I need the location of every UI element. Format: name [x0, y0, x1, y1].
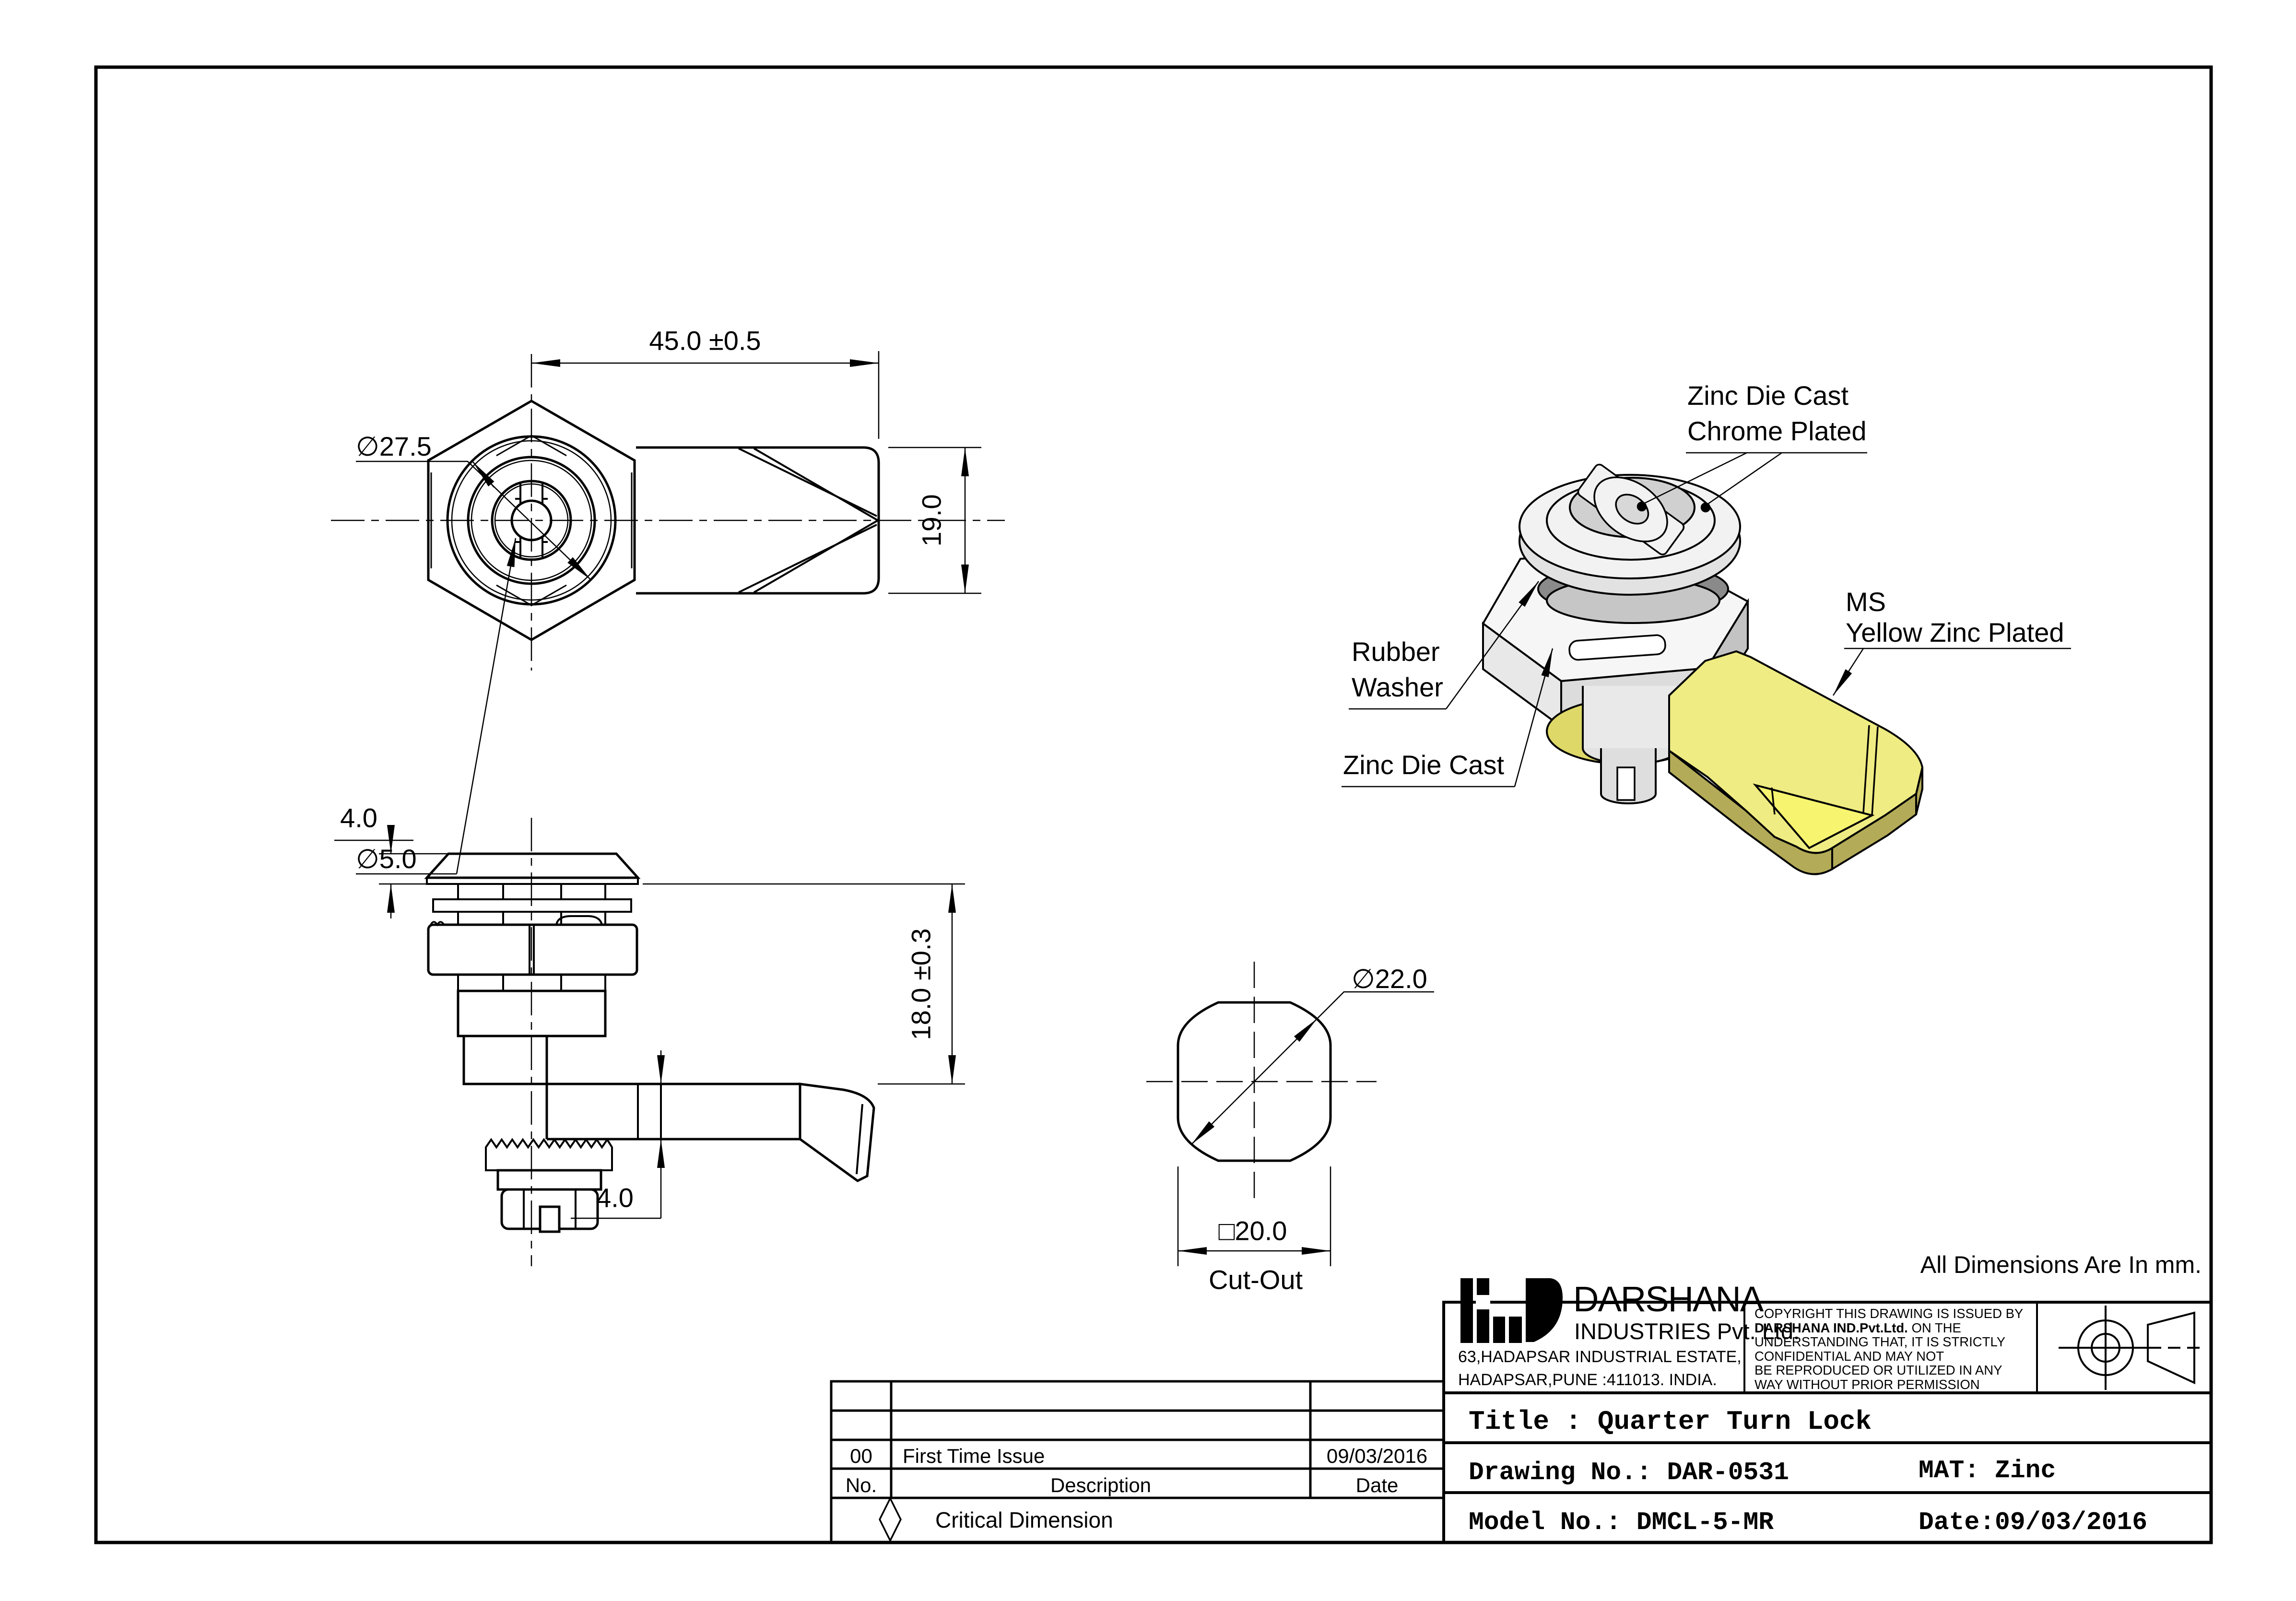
dim-4-bottom	[571, 1050, 665, 1219]
stem-block	[496, 1169, 602, 1191]
dim-length-label: 45.0 ±0.5	[649, 325, 761, 356]
iso-label-cam-2: Yellow Zinc Plated	[1846, 617, 2064, 647]
cutout-shape	[1177, 1001, 1332, 1162]
cutout-caption: Cut-Out	[1208, 1264, 1303, 1295]
cutout-view	[1146, 962, 1434, 1266]
key-slot	[515, 483, 548, 558]
rev-row-description: First Time Issue	[903, 1445, 1045, 1467]
face-circle-outer	[446, 435, 617, 606]
iso-cam-top	[1668, 650, 1924, 854]
company-address-1: 63,HADAPSAR INDUSTRIAL ESTATE,	[1458, 1348, 1742, 1366]
copyright-l6: WAY WITHOUT PRIOR PERMISSION	[1754, 1377, 1980, 1392]
rev-header-description: Description	[1050, 1474, 1152, 1496]
dia-cutout-label: ∅22.0	[1352, 964, 1427, 994]
center-hole	[510, 499, 553, 542]
face-circle-mid2	[471, 459, 592, 581]
iso-label-cam-1: MS	[1846, 587, 1886, 617]
dim-45	[531, 351, 880, 439]
iso-cam-facet	[1753, 783, 1875, 849]
dim-18	[643, 883, 965, 1085]
iso-label-washer-2: Washer	[1352, 672, 1443, 702]
face-circle-outer2	[451, 440, 612, 601]
iso-label-head-1: Zinc Die Cast	[1687, 380, 1849, 411]
stem-slot	[539, 1205, 561, 1233]
front-view	[331, 351, 1005, 875]
washer-band	[432, 898, 632, 913]
side-view	[334, 818, 965, 1266]
dim-cam-thickness-label: 4.0	[596, 1182, 634, 1213]
iso-stem-slot	[1616, 766, 1636, 801]
dim-dia22	[1191, 991, 1434, 1145]
model-no-field: Model No.: DMCL-5-MR	[1469, 1508, 1774, 1537]
rev-row-date: 09/03/2016	[1326, 1445, 1428, 1467]
copyright-text: COPYRIGHT THIS DRAWING IS ISSUED BY DARS…	[1754, 1307, 2030, 1392]
all-dimensions-note: All Dimensions Are In mm.	[1920, 1251, 2202, 1278]
copyright-l5: BE REPRODUCED OR UTILIZED IN ANY	[1754, 1363, 2002, 1378]
iso-key-island	[1577, 463, 1685, 555]
drawing-no-field: Drawing No.: DAR-0531	[1469, 1458, 1789, 1487]
washer-bumps	[430, 921, 445, 927]
dim-4-top	[334, 825, 448, 918]
dim-cap-thickness-label: 4.0	[340, 802, 377, 833]
critical-dimension-diamond-icon	[879, 1496, 902, 1542]
iso-label-washer-1: Rubber	[1352, 636, 1440, 667]
cam-arm	[545, 1083, 875, 1182]
iso-cylinder	[1583, 686, 1679, 748]
face-circle-mid	[467, 456, 596, 585]
mat-field: MAT: Zinc	[1919, 1456, 2056, 1485]
dia-hole-label: ∅5.0	[356, 844, 417, 874]
dim-19	[888, 447, 981, 594]
copyright-l2-bold: DARSHANA IND.Pvt.Ltd.	[1754, 1320, 1908, 1335]
company-name: DARSHANA	[1573, 1279, 1764, 1319]
copyright-l3: UNDERSTANDING THAT, IT IS STRICTLY	[1754, 1334, 2006, 1350]
rev-row-no: 00	[850, 1445, 872, 1467]
nut-top-dome	[555, 915, 603, 925]
nut-band	[427, 923, 638, 976]
company-address-2: HADAPSAR,PUNE :411013. INDIA.	[1458, 1371, 1717, 1389]
iso-nut-slot	[1568, 634, 1666, 661]
copyright-l4: CONFIDENTIAL AND MAY NOT	[1754, 1348, 1944, 1364]
dim-body-height-label: 19.0	[916, 494, 947, 547]
front-body-chamfer	[738, 447, 880, 593]
leader-dia50	[356, 538, 517, 875]
side-sub-block	[462, 1035, 548, 1085]
copyright-l1: COPYRIGHT THIS DRAWING IS ISSUED BY	[1754, 1306, 2024, 1321]
rev-header-date: Date	[1355, 1474, 1399, 1496]
dim-grip-range-label: 18.0 ±0.3	[906, 928, 936, 1040]
square-width-label: □20.0	[1218, 1215, 1287, 1246]
critical-dimension-legend: Critical Dimension	[935, 1507, 1113, 1532]
projection-symbol-icon	[2059, 1306, 2206, 1390]
dia-face-label: ∅27.5	[356, 431, 432, 461]
iso-leaders	[1342, 452, 2071, 788]
date-field: Date:09/03/2016	[1919, 1508, 2148, 1537]
keyhole-circle	[491, 480, 572, 561]
copyright-l2-rest: ON THE	[1907, 1320, 1961, 1335]
company-subtitle: INDUSTRIES Pvt. Ltd.	[1574, 1318, 1800, 1344]
keyhole-circle2	[494, 483, 569, 558]
rev-header-no: No.	[845, 1474, 877, 1496]
serrated-ring	[485, 1138, 613, 1171]
iso-view	[1342, 452, 2071, 875]
title-field: Title : Quarter Turn Lock	[1469, 1406, 1872, 1437]
iso-label-head-2: Chrome Plated	[1687, 416, 1867, 446]
title-block-grid	[1442, 1301, 2213, 1544]
dim-sq20	[1177, 1166, 1331, 1266]
iso-label-nut: Zinc Die Cast	[1343, 750, 1505, 780]
darshana-logo-icon	[1460, 1278, 1563, 1343]
leader-dia275	[356, 460, 591, 580]
hex-outline	[427, 400, 636, 641]
